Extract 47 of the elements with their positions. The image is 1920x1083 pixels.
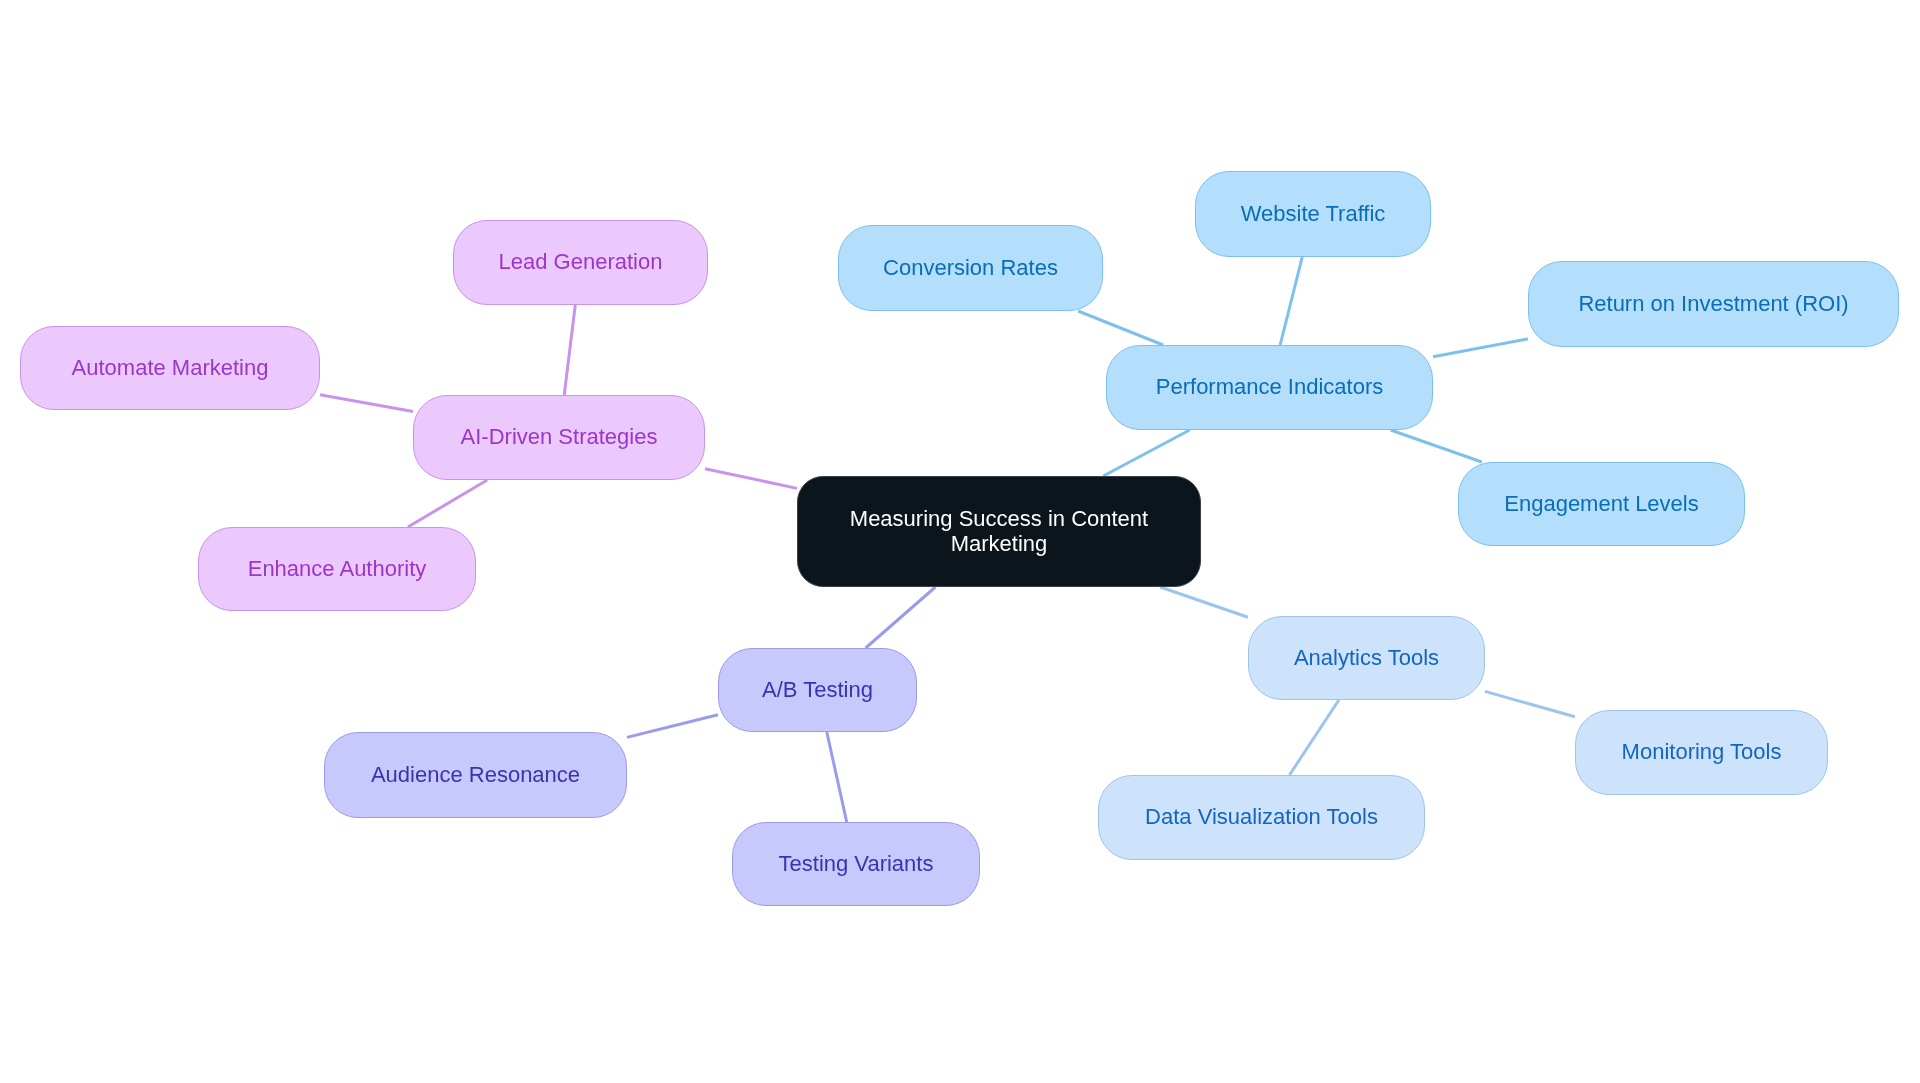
topic-box [838, 225, 1103, 311]
topic-box [1575, 710, 1828, 795]
topic-label: Lead Generation [497, 250, 664, 275]
connector-line [1288, 699, 1341, 776]
topic-box [732, 822, 980, 906]
topic-box [20, 326, 320, 410]
connector-line [1077, 309, 1164, 347]
topic-box [1528, 261, 1899, 347]
topic-box [1098, 775, 1425, 860]
topic-label: A/B Testing [761, 677, 874, 703]
topic-box [1195, 171, 1431, 257]
connector-line [1484, 690, 1576, 719]
central-topic-box [797, 476, 1201, 587]
connector-line [626, 713, 719, 739]
topic-label: Automate Marketing [70, 355, 270, 381]
topic-box [453, 220, 708, 305]
topic-label: Audience Resonance [369, 762, 582, 788]
topic-label: Monitoring Tools [1620, 740, 1783, 765]
connector-line [1159, 585, 1249, 619]
connector-line [407, 478, 488, 529]
connector-line [864, 585, 937, 650]
topic-label: Enhance Authority [246, 556, 428, 582]
topic-label: Testing Variants [777, 851, 935, 877]
topic-box [413, 395, 705, 480]
topic-box [324, 732, 627, 818]
connector-line [1278, 256, 1304, 346]
connector-line [562, 304, 577, 396]
topic-label: Return on Investment (ROI) [1577, 291, 1850, 317]
connector-line [704, 467, 798, 490]
topic-label: Data Visualization Tools [1144, 805, 1379, 830]
topic-box [718, 648, 917, 732]
topic-box [1458, 462, 1745, 546]
connector-line [319, 393, 414, 413]
topic-label: Performance Indicators [1154, 375, 1385, 400]
connector-line [1390, 428, 1483, 464]
topic-label: AI-Driven Strategies [459, 425, 659, 450]
topic-label: Website Traffic [1239, 201, 1387, 227]
connector-line [825, 731, 849, 823]
topic-label: Conversion Rates [882, 255, 1059, 281]
topic-box [1248, 616, 1485, 700]
topic-label: Engagement Levels [1503, 491, 1700, 517]
topic-label: Analytics Tools [1292, 645, 1441, 671]
topic-box [198, 527, 476, 611]
connector-line [1102, 428, 1191, 478]
connector-line [1432, 337, 1529, 359]
topic-box [1106, 345, 1433, 430]
topic-label: Measuring Success in Content Marketing [848, 507, 1150, 556]
